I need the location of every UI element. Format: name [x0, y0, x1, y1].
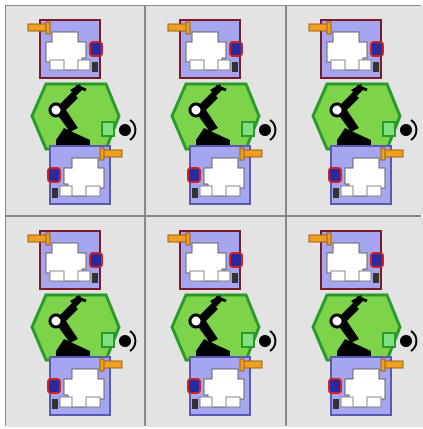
automation-module: [6, 6, 144, 215]
top-machine: [309, 20, 383, 78]
bottom-machine: [48, 357, 122, 415]
automation-module: [6, 217, 144, 427]
grid-cell: [6, 217, 144, 427]
sensor-icon: [119, 331, 135, 351]
grid-cell: [146, 217, 285, 427]
sensor-icon: [400, 331, 416, 351]
robot-arm-hex: [172, 295, 259, 360]
top-machine: [28, 20, 102, 78]
bottom-machine: [48, 146, 122, 204]
grid-cell: [287, 217, 423, 427]
grid-cell: [287, 6, 423, 215]
bottom-machine: [188, 357, 262, 415]
robot-arm-hex: [32, 295, 119, 360]
sensor-icon: [400, 120, 416, 140]
robot-arm-hex: [313, 84, 400, 149]
robot-arm-hex: [313, 295, 400, 360]
robot-arm-hex: [172, 84, 259, 149]
top-machine: [168, 231, 242, 289]
automation-module: [146, 6, 285, 215]
automation-module: [146, 217, 285, 427]
bottom-machine: [188, 146, 262, 204]
sensor-icon: [259, 120, 275, 140]
top-machine: [309, 231, 383, 289]
bottom-machine: [329, 146, 403, 204]
automation-module: [287, 217, 423, 427]
robot-arm-hex: [32, 84, 119, 149]
bottom-machine: [329, 357, 403, 415]
automation-module: [287, 6, 423, 215]
sensor-icon: [119, 120, 135, 140]
sensor-icon: [259, 331, 275, 351]
module-grid: [5, 5, 421, 426]
top-machine: [28, 231, 102, 289]
grid-cell: [6, 6, 144, 215]
top-machine: [168, 20, 242, 78]
grid-cell: [146, 6, 285, 215]
